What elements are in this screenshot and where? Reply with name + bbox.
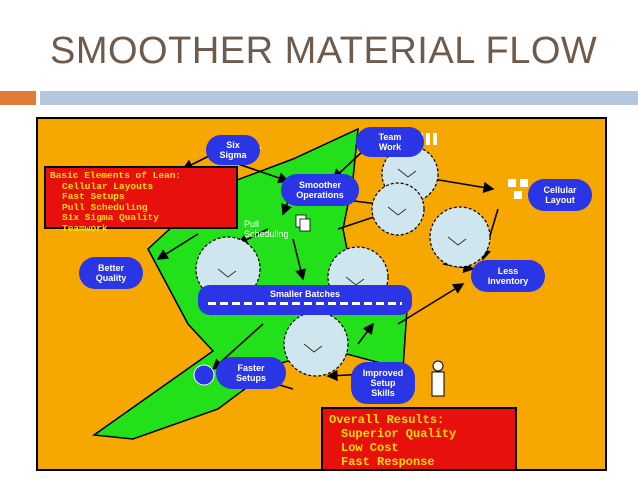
node-faster-setups: Faster Setups	[218, 359, 284, 387]
node-less-inventory: Less Inventory	[473, 262, 543, 290]
node-six-sigma: Six Sigma	[208, 137, 258, 163]
gear-icon	[194, 365, 214, 385]
overall-results-item: Superior Quality	[329, 427, 509, 441]
person-icon	[432, 361, 444, 396]
process-circle	[372, 183, 424, 235]
node-better-quality: Better Quality	[81, 259, 141, 287]
slide-title: SMOOTHER MATERIAL FLOW	[50, 30, 597, 73]
process-circle	[284, 312, 348, 376]
cellular-layout-icon	[508, 179, 528, 199]
overall-results-box: Overall Results: Superior Quality Low Co…	[321, 407, 517, 471]
node-team-work: Team Work	[358, 129, 422, 155]
node-smaller-batches: Smaller Batches	[198, 285, 412, 315]
lean-elements-item: Fast Setups	[50, 192, 232, 203]
overall-results-item: Low Cost	[329, 441, 509, 455]
lean-elements-item: Teamwork	[50, 224, 232, 235]
lean-elements-box: Basic Elements of Lean: Cellular Layouts…	[44, 166, 238, 229]
lean-diagram: Six Sigma Team Work Smoother Operations …	[36, 117, 607, 471]
lean-elements-item: Six Sigma Quality	[50, 213, 232, 224]
overall-results-item: Fast Response	[329, 455, 509, 469]
process-circle	[430, 207, 490, 267]
node-cellular-layout: Cellular Layout	[530, 181, 590, 209]
node-smoother-operations: Smoother Operations	[283, 176, 357, 204]
lean-elements-heading: Basic Elements of Lean:	[50, 171, 232, 182]
node-improved-setup-skills: Improved Setup Skills	[353, 364, 413, 402]
accent-bar-left	[0, 91, 36, 105]
batch-dash-line	[208, 302, 402, 305]
connector	[433, 179, 493, 189]
overall-results-heading: Overall Results:	[329, 413, 509, 427]
node-pull-scheduling: Pull Scheduling	[244, 219, 289, 239]
accent-bar-right	[40, 91, 638, 105]
